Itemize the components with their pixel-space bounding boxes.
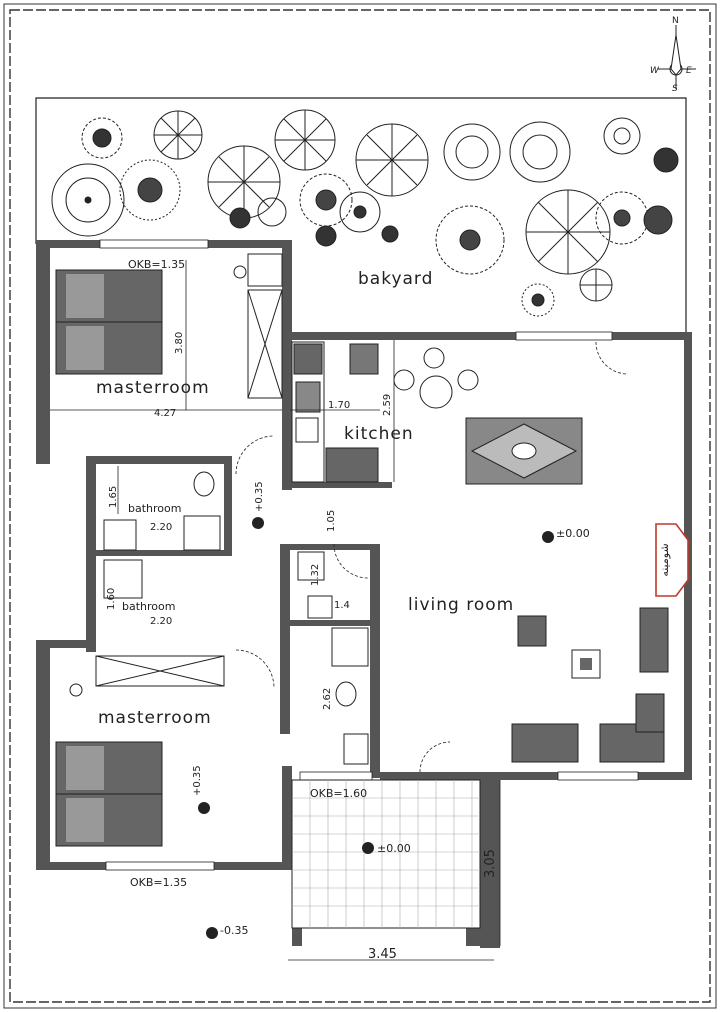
tree-icon [274,109,336,171]
desk-top [233,253,283,287]
tree-icon [315,225,337,247]
dim-160: 1.60 [106,588,117,610]
okb-mid: OKB=1.60 [310,787,367,800]
tree-icon [119,159,181,221]
backyard-outline [35,97,687,332]
dim-305: 3.05 [483,849,498,878]
dim-345: 3.45 [368,947,397,962]
tree-icon [81,117,123,159]
trees [51,109,679,317]
level-living: ±0.00 [556,527,590,540]
tree-icon [509,121,571,183]
wardrobe-top [247,289,283,399]
compass-s: S [672,84,678,94]
tree-icon [207,145,281,219]
bathroom-fixtures [103,471,369,765]
bed-bottom [55,741,163,847]
dim-170: 1.70 [328,400,350,411]
dim-165: 1.65 [108,486,119,508]
dim-105: 1.05 [326,510,337,532]
compass-e: E [686,66,692,76]
level-markers [198,517,554,939]
dim-262: 2.62 [322,688,333,710]
tree-icon [435,205,505,275]
tree-icon [229,207,251,229]
tree-icon [525,189,611,275]
kitchen-counter [291,341,379,483]
okb-bottom: OKB=1.35 [130,876,187,889]
room-label-master-top: masterroom [96,378,210,398]
level-terrace: ±0.00 [377,842,411,855]
tree-icon [355,123,429,197]
tree-icon [643,205,673,235]
okb-top: OKB=1.35 [128,258,185,271]
dim-380: 3.80 [174,332,185,354]
tree-icon [381,225,399,243]
dimension-lines [50,260,501,961]
tree-icon [595,191,649,245]
dining-table [393,347,479,409]
compass-w: W [650,66,660,76]
bed-top [55,269,163,375]
tree-icon [579,268,613,302]
doors [235,341,629,773]
tree-icon [51,163,125,237]
room-label-bathroom-1: bathroom [128,502,181,515]
tree-icon [603,117,641,155]
tree-icon [257,197,287,227]
room-label-backyard: bakyard [358,269,433,289]
tree-icon [653,147,679,173]
windows [99,239,639,871]
dim-427: 4.27 [154,408,176,419]
level-master: +0.35 [192,765,203,796]
tree-icon [153,110,203,160]
compass-n: N [672,16,679,26]
dim-4: 1.4 [334,600,350,611]
room-label-bathroom-2: bathroom [122,600,175,613]
sofas [511,607,669,763]
dim-259: 2.59 [382,394,393,416]
side-table [571,649,601,679]
dim-32: 1.32 [310,564,321,586]
north-arrow-icon: N S E W [650,16,696,94]
rug [465,417,583,485]
sheet-border [3,3,717,1009]
fireplace-icon [655,523,689,597]
room-label-master-bottom: masterroom [98,708,212,728]
level-hall: +0.35 [254,481,265,512]
terrace [291,779,481,929]
dim-220b: 2.20 [150,616,172,627]
fireplace-label: شومینه [658,543,671,576]
tree-icon [443,123,501,181]
dim-220a: 2.20 [150,522,172,533]
level-outside: -0.35 [220,924,248,937]
room-label-living: living room [408,595,514,615]
tree-icon [339,191,381,233]
tree-icon [299,173,353,227]
tree-icon [521,283,555,317]
room-label-kitchen: kitchen [344,424,414,444]
wardrobe-bottom [69,655,225,697]
